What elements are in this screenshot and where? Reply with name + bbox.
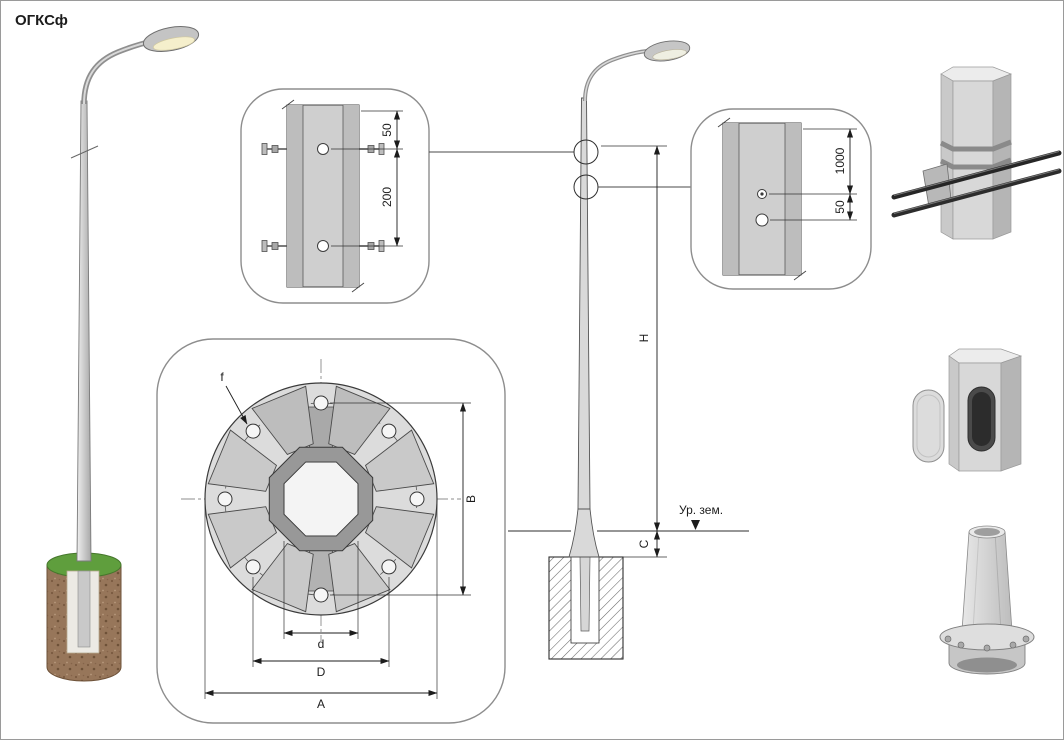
detail-mark-upper <box>573 139 599 165</box>
elevation-base-flare <box>568 508 600 558</box>
tension-rod-lower <box>891 168 1062 218</box>
pole-elevation: Ур. зем. H C <box>508 40 749 660</box>
ground-level-arrow <box>691 520 700 530</box>
dim-label-D: D <box>317 665 326 679</box>
embedded-shaft <box>579 556 591 632</box>
break-mark <box>351 282 365 293</box>
dim-label-H: H <box>637 334 651 343</box>
dim-label-200: 200 <box>380 187 394 207</box>
dim-label-50b: 50 <box>833 200 847 214</box>
leader-f <box>225 385 248 425</box>
dim-label-f: f <box>220 370 224 384</box>
pole-break-mark <box>70 145 99 159</box>
break-mark <box>281 99 295 110</box>
mount-hole-upper <box>317 143 329 155</box>
elevation-lamp-head <box>643 40 691 62</box>
handhole-cover-3d-render <box>912 348 1023 472</box>
octagon-inner-opening <box>283 461 359 537</box>
pole-shaft <box>76 100 92 562</box>
dim-label-B: B <box>464 495 478 503</box>
break-mark <box>717 117 731 128</box>
mount-hole-lower <box>317 240 329 252</box>
break-mark <box>793 270 807 281</box>
bolt-holes <box>217 395 425 603</box>
base-cone <box>961 531 1013 632</box>
bolt-hole-large <box>755 213 769 227</box>
lamp-glow <box>152 36 195 51</box>
hole-detail-callout: 1000 50 <box>690 108 872 290</box>
band-clamp-3d-render <box>891 66 1062 240</box>
cover-plate <box>912 389 945 463</box>
elevation-shaft <box>577 97 591 510</box>
base-flange-bolt-holes <box>944 635 1030 652</box>
dim-label-50: 50 <box>380 123 394 137</box>
embedded-pole-section <box>77 570 91 648</box>
flange-plan-detail: f B d D A <box>156 338 506 724</box>
dim-label-C: C <box>637 539 651 548</box>
tension-rod-upper <box>891 150 1062 200</box>
dim-label-1000: 1000 <box>833 147 847 174</box>
clamp-detail-callout: 50 200 <box>240 88 574 304</box>
dim-label-d: d <box>318 637 325 651</box>
dim-label-A: A <box>317 697 325 711</box>
lamp-head <box>142 26 200 52</box>
drawing-title: ОГКСф <box>15 12 68 29</box>
flange-base-3d-render <box>939 525 1035 675</box>
pole-section-front <box>952 80 994 240</box>
clamp-band-upper <box>939 139 1012 152</box>
ground-level-label: Ур. зем. <box>679 503 723 517</box>
pole-arm <box>81 38 154 105</box>
street-pole-3d-render <box>46 26 200 682</box>
